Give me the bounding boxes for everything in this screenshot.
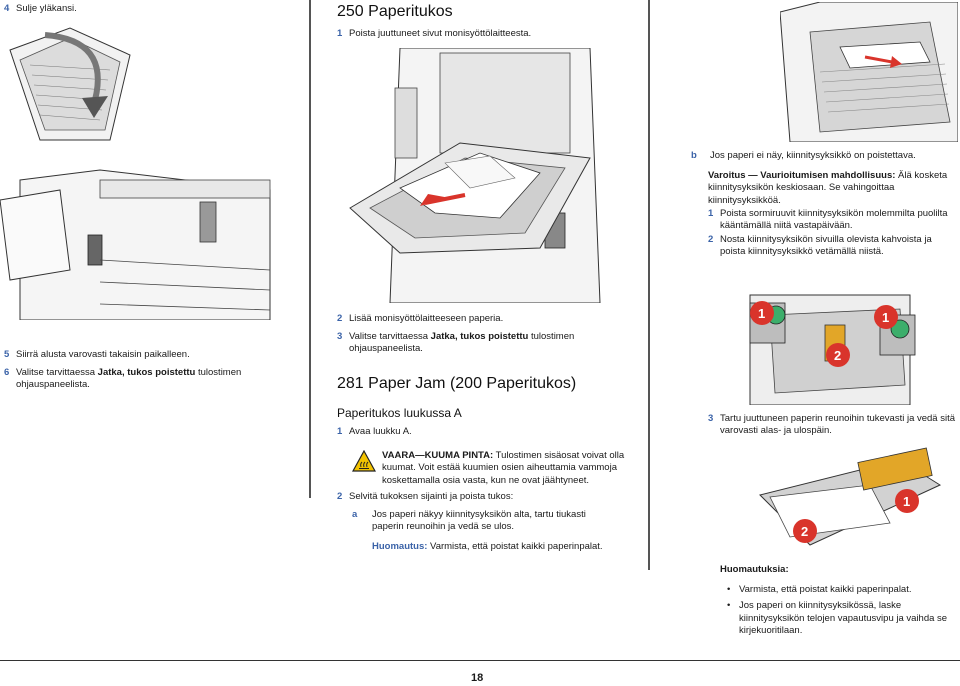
page-number: 18 (471, 672, 484, 684)
step-text: Nosta kiinnitysyksikön sivuilla olevista… (720, 234, 932, 258)
step-text: Siirrä alusta varovasti takaisin paikall… (16, 349, 190, 360)
step-number: 1 (708, 208, 714, 219)
pull-paper-from-fuser-illustration: 1 2 (759, 447, 942, 546)
step-letter: a (352, 509, 358, 520)
step-text: Poista sormiruuvit kiinnitysyksikön mole… (720, 208, 948, 232)
column-divider (309, 0, 311, 498)
notes-title: Huomautuksia: (720, 564, 789, 575)
step-text: Valitse tarvittaessa Jatka, tukos poiste… (349, 331, 575, 355)
callout-2 (826, 343, 850, 367)
step-text: Tartu juuttuneen paperin reunoihin tukev… (720, 413, 956, 437)
step-number: 4 (4, 3, 10, 14)
step-text: Lisää monisyöttölaitteeseen paperia. (349, 313, 504, 324)
step-number: 2 (337, 313, 343, 324)
step-text: Sulje yläkansi. (16, 3, 77, 14)
step-3: 3 Valitse tarvittaessa Jatka, tukos pois… (337, 331, 592, 356)
step-c2: 2 Nosta kiinnitysyksikön sivuilla olevis… (708, 234, 956, 259)
callout-1 (750, 301, 774, 325)
callout-1-label: 1 (758, 306, 765, 321)
section-title-paper-jam: 281 Paper Jam (200 Paperitukos) (337, 375, 577, 392)
caution: Varoitus — Vaurioitumisen mahdollisuus: … (708, 170, 956, 207)
printer-close-top-cover-illustration (0, 27, 271, 320)
list-item: •Varmista, että poistat kaikki paperinpa… (727, 584, 912, 595)
bullet-icon: • (727, 600, 731, 612)
callout-2-label: 2 (834, 348, 841, 363)
bullet-icon: • (727, 584, 731, 595)
step-c3: 3 Tartu juuttuneen paperin reunoihin tuk… (708, 413, 958, 438)
note: Huomautus: Varmista, että poistat kaikki… (372, 541, 632, 553)
footer-rule (0, 660, 960, 661)
callout-1 (895, 489, 919, 513)
step-c1: 1 Poista sormiruuvit kiinnitysyksikön mo… (708, 208, 956, 233)
step-letter: b (691, 150, 697, 161)
step-4: 4 Sulje yläkansi. (4, 3, 304, 15)
list-item: •Jos paperi on kiinnitysyksikössä, laske… (727, 600, 948, 637)
step-text: Selvitä tukoksen sijainti ja poista tuko… (349, 491, 514, 502)
warning-text: VAARA—KUUMA PINTA: Tulostimen sisäosat v… (382, 450, 625, 486)
caution-label: Varoitus — Vaurioitumisen mahdollisuus: (708, 170, 896, 181)
step-text: Jos paperi ei näy, kiinnitysyksikkö on p… (710, 150, 916, 161)
step-b: b Jos paperi ei näy, kiinnitysyksikkö on… (691, 150, 956, 162)
step-2a: a Jos paperi näkyy kiinnitysyksikön alta… (352, 509, 617, 534)
step-number: 2 (708, 234, 714, 245)
note-label: Huomautus: (372, 541, 428, 552)
callout-1-label: 1 (903, 494, 910, 509)
step-5: 5 Siirrä alusta varovasti takaisin paika… (4, 349, 304, 361)
step-text: Poista juuttuneet sivut monisyöttölaitte… (349, 28, 532, 39)
callout-1 (874, 305, 898, 329)
step-text: Valitse tarvittaessa Jatka, tukos poiste… (16, 367, 242, 391)
step-2-locate-jam: 2 Selvitä tukoksen sijainti ja poista tu… (337, 491, 637, 503)
step-1: 1 Poista juuttuneet sivut monisyöttölait… (337, 28, 637, 40)
hot-surface-warning: VAARA—KUUMA PINTA: Tulostimen sisäosat v… (352, 450, 632, 487)
step-number: 3 (708, 413, 714, 424)
fuser-area-illustration (780, 2, 958, 142)
step-number: 2 (337, 491, 343, 502)
hot-surface-warning-icon (352, 450, 376, 472)
multipurpose-feeder-illustration (349, 48, 601, 303)
callout-2 (793, 519, 817, 543)
caution-text: Älä kosketa kiinnitysyksikön keskiosaan.… (708, 170, 948, 206)
callout-2-label: 2 (801, 524, 808, 539)
step-number: 6 (4, 367, 10, 378)
step-6: 6 Valitse tarvittaessa Jatka, tukos pois… (4, 367, 244, 392)
callout-1-label: 1 (882, 310, 889, 325)
step-text: Jos paperi näkyy kiinnitysyksikön alta, … (372, 509, 586, 533)
step-text: Avaa luukku A. (349, 426, 412, 437)
notes-list: •Varmista, että poistat kaikki paperinpa… (727, 584, 959, 641)
step-number: 1 (337, 426, 343, 437)
section-title: 250 Paperitukos (337, 3, 453, 20)
step-number: 1 (337, 28, 343, 39)
step-2: 2 Lisää monisyöttölaitteeseen paperia. (337, 313, 637, 325)
column-divider (648, 0, 650, 570)
subsection-title: Paperitukos luukussa A (337, 406, 462, 420)
remove-fuser-illustration: 1 1 2 (749, 294, 916, 405)
step-number: 5 (4, 349, 10, 360)
note-text: Varmista, että poistat kaikki paperinpal… (427, 541, 603, 552)
step-number: 3 (337, 331, 343, 342)
step-1-open-door: 1 Avaa luukku A. (337, 426, 637, 438)
